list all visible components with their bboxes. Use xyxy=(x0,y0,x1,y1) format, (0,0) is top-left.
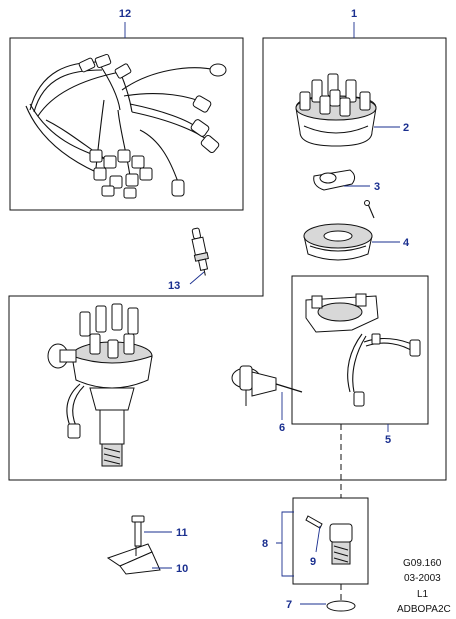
callout-10: 10 xyxy=(176,563,188,575)
figure-code: ADBOPA2C xyxy=(397,604,451,615)
callout-12: 12 xyxy=(119,8,131,20)
callout-11: 11 xyxy=(176,527,188,539)
figure-level: L1 xyxy=(417,589,429,600)
callout-13: 13 xyxy=(168,280,180,292)
distributor-cap xyxy=(295,73,377,147)
pickup-module-frame xyxy=(291,275,429,425)
callout-5: 5 xyxy=(385,434,391,446)
retaining-clip xyxy=(364,200,375,219)
callout-7: 7 xyxy=(286,599,292,611)
ht-leads-set xyxy=(25,53,227,199)
callout-9: 9 xyxy=(310,556,316,568)
figure-date: 03-2003 xyxy=(404,573,441,584)
drive-gear xyxy=(329,523,353,565)
figure-ref: G09.160 xyxy=(403,558,442,569)
reference-block: G09.160 03-2003 L1 ADBOPA2C xyxy=(397,558,451,615)
distributor-assembly xyxy=(47,303,153,467)
callout-3: 3 xyxy=(374,181,380,193)
flash-shield xyxy=(303,223,373,261)
callout-2: 2 xyxy=(403,122,409,134)
distributor-assembly-frame xyxy=(8,37,447,481)
callout-6: 6 xyxy=(279,422,285,434)
callout-1: 1 xyxy=(351,8,357,20)
distributor-clamp xyxy=(106,543,161,575)
vacuum-advance-unit xyxy=(231,365,303,406)
ignition-leads-frame xyxy=(9,37,244,211)
callout-labels: 1 12 2 3 4 13 5 6 7 8 9 10 11 xyxy=(119,8,410,611)
thrust-washer xyxy=(326,600,356,612)
clamp-bolt xyxy=(131,515,145,547)
callout-8: 8 xyxy=(262,538,268,550)
spark-plug xyxy=(191,227,209,276)
rotor-arm xyxy=(313,169,356,191)
callout-4: 4 xyxy=(403,237,410,249)
leader-lines xyxy=(124,22,400,605)
drive-gear-frame xyxy=(292,497,369,585)
pickup-module xyxy=(305,293,421,407)
